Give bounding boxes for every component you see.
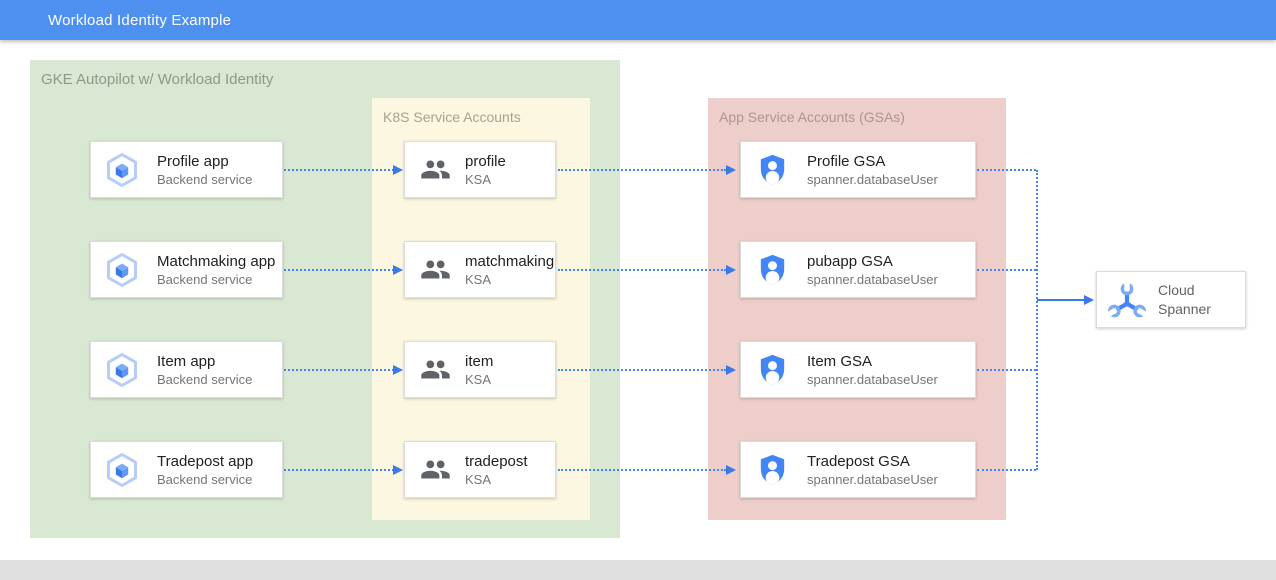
people-icon — [421, 260, 450, 279]
card-subtitle: Backend service — [157, 471, 253, 487]
arrowhead-icon — [393, 465, 403, 475]
arrowhead-icon — [1084, 295, 1094, 305]
dotted-connector — [977, 469, 1036, 471]
dotted-connector — [558, 469, 726, 471]
card-title: Cloud Spanner — [1158, 281, 1211, 317]
dotted-connector — [284, 269, 394, 271]
gsa-card: Tradepost GSA spanner.databaseUser — [740, 441, 976, 498]
card-subtitle: spanner.databaseUser — [807, 271, 938, 287]
card-subtitle: KSA — [465, 171, 492, 187]
people-icon — [421, 160, 450, 179]
gsa-group-label: App Service Accounts (GSAs) — [719, 109, 905, 125]
card-subtitle: KSA — [465, 471, 492, 487]
app-card: Item app Backend service — [90, 341, 283, 398]
card-title: Item GSA — [807, 352, 873, 370]
card-subtitle: Backend service — [157, 171, 253, 187]
card-title: Profile GSA — [807, 152, 886, 170]
app-card: Tradepost app Backend service — [90, 441, 283, 498]
dotted-connector — [558, 169, 726, 171]
card-title: item — [465, 352, 494, 370]
card-subtitle: KSA — [465, 271, 492, 287]
ksa-card: profile KSA — [404, 141, 556, 198]
gke-hexagon-icon — [107, 252, 137, 287]
dotted-connector — [977, 369, 1036, 371]
cloud-spanner-card: Cloud Spanner — [1096, 271, 1246, 328]
shield-user-icon — [755, 452, 790, 487]
card-title: Item app — [157, 352, 216, 370]
dotted-connector — [977, 169, 1036, 171]
dotted-connector — [284, 169, 394, 171]
card-subtitle: spanner.databaseUser — [807, 371, 938, 387]
gsa-card: pubapp GSA spanner.databaseUser — [740, 241, 976, 298]
people-icon — [421, 460, 450, 479]
ksa-card: tradepost KSA — [404, 441, 556, 498]
dotted-connector — [977, 269, 1036, 271]
dotted-bus-connector — [1036, 170, 1038, 470]
dotted-connector — [284, 469, 394, 471]
card-subtitle: Backend service — [157, 271, 253, 287]
card-title: matchmaking — [465, 252, 555, 270]
card-title: tradepost — [465, 452, 528, 470]
card-title: profile — [465, 152, 506, 170]
card-title: Tradepost app — [157, 452, 254, 470]
arrowhead-icon — [393, 265, 403, 275]
gke-hexagon-icon — [107, 152, 137, 187]
card-title: Tradepost GSA — [807, 452, 910, 470]
gke-hexagon-icon — [107, 352, 137, 387]
gsa-card: Profile GSA spanner.databaseUser — [740, 141, 976, 198]
dotted-connector — [284, 369, 394, 371]
card-title: Profile app — [157, 152, 229, 170]
shield-user-icon — [755, 252, 790, 287]
card-title: pubapp GSA — [807, 252, 893, 270]
shield-user-icon — [755, 152, 790, 187]
people-icon — [421, 360, 450, 379]
dotted-connector — [558, 369, 726, 371]
app-card: Matchmaking app Backend service — [90, 241, 283, 298]
footer-bar — [0, 560, 1276, 580]
spanner-wrench-icon — [1108, 281, 1146, 319]
dotted-connector — [558, 269, 726, 271]
ksa-card: item KSA — [404, 341, 556, 398]
solid-connector — [1037, 299, 1085, 301]
arrowhead-icon — [393, 365, 403, 375]
card-subtitle: spanner.databaseUser — [807, 471, 938, 487]
gsa-card: Item GSA spanner.databaseUser — [740, 341, 976, 398]
title-bar: Workload Identity Example — [0, 0, 1276, 40]
gke-hexagon-icon — [107, 452, 137, 487]
arrowhead-icon — [726, 365, 736, 375]
card-subtitle: spanner.databaseUser — [807, 171, 938, 187]
card-subtitle: Backend service — [157, 371, 253, 387]
card-title: Matchmaking app — [157, 252, 276, 270]
arrowhead-icon — [726, 265, 736, 275]
page-title: Workload Identity Example — [48, 11, 232, 29]
card-subtitle: KSA — [465, 371, 492, 387]
arrowhead-icon — [726, 465, 736, 475]
arrowhead-icon — [726, 165, 736, 175]
arrowhead-icon — [393, 165, 403, 175]
ksa-card: matchmaking KSA — [404, 241, 556, 298]
shield-user-icon — [755, 352, 790, 387]
app-card: Profile app Backend service — [90, 141, 283, 198]
ksa-group-label: K8S Service Accounts — [383, 109, 521, 125]
gke-group-label: GKE Autopilot w/ Workload Identity — [41, 71, 274, 88]
